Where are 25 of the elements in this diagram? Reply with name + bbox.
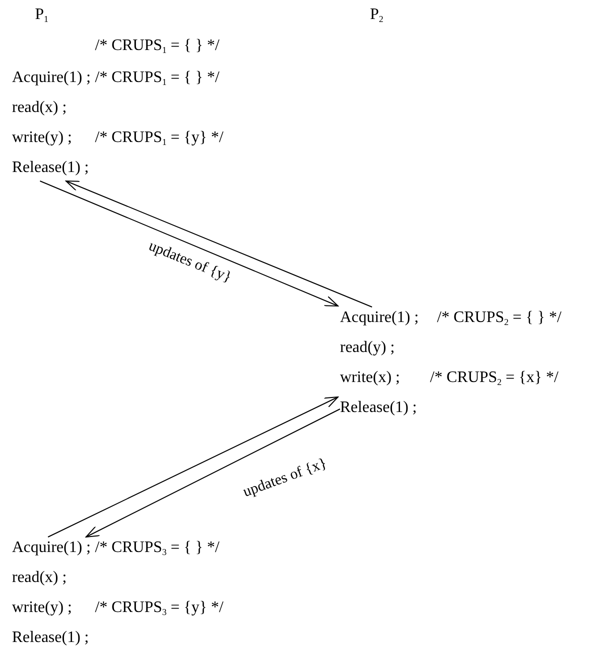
code-comment: /* CRUPS$_{1}$ = { } */ [95,68,220,88]
code-line: write(x) ; [340,368,400,388]
code-line: Acquire(1) ; [12,538,91,558]
code-comment: /* CRUPS$_{1}$ = { } */ [95,36,220,56]
code-line: Release(1) ; [340,398,417,418]
arrow [66,180,372,308]
code-line: write(y) ; [12,598,72,618]
code-comment: /* CRUPS$_{3}$ = {y} */ [95,598,224,618]
code-comment: /* CRUPS$_{2}$ = { } */ [437,308,562,328]
code-line: read(x) ; [12,568,67,588]
code-line: Release(1) ; [12,158,89,178]
code-line: Acquire(1) ; [12,68,91,88]
arrow [86,408,340,538]
process-name: P$_{2}$ [370,5,384,25]
code-line: Acquire(1) ; [340,308,419,328]
code-line: read(x) ; [12,98,67,118]
arrow [40,180,338,306]
code-line: read(y) ; [340,338,395,358]
process-name: P$_{1}$ [35,5,48,25]
arrow [48,396,338,538]
code-comment: /* CRUPS$_{1}$ = {y} */ [95,128,224,148]
code-comment: /* CRUPS$_{2}$ = {x} */ [430,368,558,388]
code-line: write(y) ; [12,128,72,148]
code-line: Release(1) ; [12,628,89,648]
code-comment: /* CRUPS$_{3}$ = { } */ [95,538,220,558]
